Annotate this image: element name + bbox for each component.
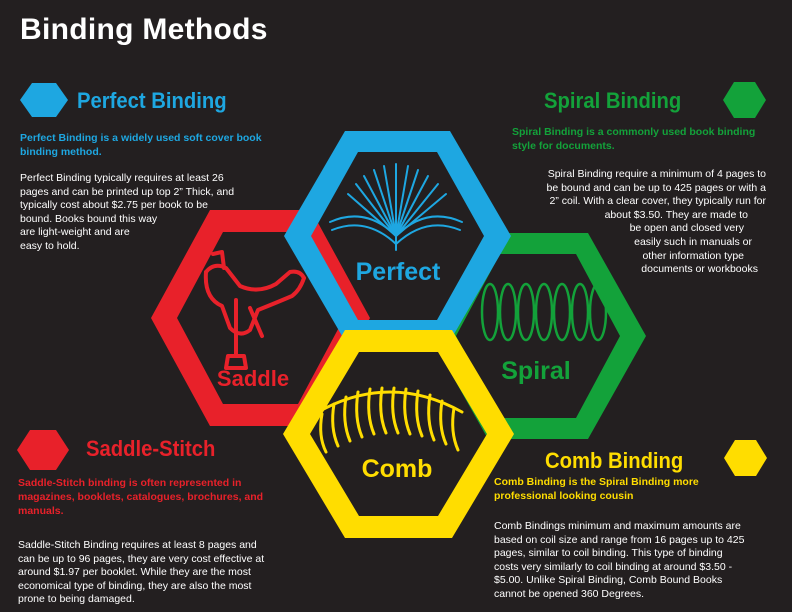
body-line: can be up to 96 pages, they are very cos…	[18, 552, 265, 565]
body-line: 2” coil. With a clear cover, they typica…	[549, 195, 767, 208]
comb-binding-icon	[316, 386, 464, 454]
saddle-icon	[203, 250, 306, 370]
body-line: prone to being damaged.	[18, 593, 135, 606]
saddle-stitch-lead: Saddle-Stitch binding is often represent…	[18, 477, 264, 517]
body-line: are light-weight and are	[20, 226, 130, 239]
body-line: typically cost about $2.75 per book to b…	[20, 199, 208, 212]
spiral-hex-bullet	[723, 82, 766, 118]
body-line: be bound and can be up to 425 pages or w…	[546, 181, 766, 194]
saddle-stitch-heading: Saddle-Stitch	[86, 436, 216, 461]
spiral-binding-heading: Spiral Binding	[544, 88, 682, 113]
body-line: economical type of binding, they are als…	[18, 579, 252, 592]
body-line: Perfect Binding typically requires at le…	[20, 172, 224, 184]
body-line: Comb Bindings minimum and maximum amount…	[494, 520, 741, 532]
perfect-binding-body: Perfect Binding typically requires at le…	[20, 172, 300, 254]
hex-comb	[283, 330, 514, 538]
body-line: be open and closed very	[629, 222, 744, 235]
hex-label-saddle: Saddle	[216, 366, 290, 391]
comb-hex-bullet	[724, 440, 767, 476]
spiral-coil-icon	[480, 282, 608, 342]
body-line: around $1.97 per booklet. While they are…	[18, 566, 251, 579]
hex-label-comb: Comb	[361, 455, 433, 483]
body-line: cannot be opened 360 Degrees.	[494, 587, 645, 600]
comb-binding-body: Comb Bindings minimum and maximum amount…	[494, 520, 784, 602]
body-line: costs very similarly to coil binding at …	[494, 560, 733, 573]
body-line: based on coil size and range from 16 pag…	[494, 533, 745, 546]
body-line: easy to hold.	[20, 239, 80, 252]
hex-spiral	[430, 233, 646, 439]
hex-label-spiral: Spiral	[501, 357, 571, 385]
page-title: Binding Methods	[20, 13, 268, 46]
spiral-binding-body: Spiral Binding require a minimum of 4 pa…	[480, 168, 766, 277]
hex-label-perfect: Perfect	[355, 258, 441, 286]
body-line: about $3.50. They are made to	[604, 208, 748, 221]
open-book-icon	[329, 163, 463, 251]
body-line: $5.00. Unlike Spiral Binding, Comb Bound…	[494, 574, 723, 587]
body-line: pages and can be printed up top 2” Thick…	[20, 185, 235, 198]
hex-perfect	[284, 131, 511, 341]
comb-binding-heading: Comb Binding	[545, 448, 684, 473]
perfect-hex-bullet	[20, 83, 68, 117]
body-line: easily such in manuals or	[634, 235, 752, 248]
body-line: bound. Books bound this way	[20, 212, 158, 225]
body-line: documents or workbooks	[641, 263, 758, 276]
saddle-hex-bullet	[17, 430, 69, 470]
body-line: other information type	[642, 249, 744, 262]
body-line: pages, similar to coil binding. This typ…	[494, 547, 723, 560]
body-line: Spiral Binding require a minimum of 4 pa…	[547, 168, 766, 180]
comb-binding-lead: Comb Binding is the Spiral Binding more …	[494, 476, 699, 502]
perfect-binding-heading: Perfect Binding	[77, 88, 227, 113]
perfect-binding-lead: Perfect Binding is a widely used soft co…	[20, 132, 262, 158]
body-line: Saddle-Stitch Binding requires at least …	[18, 539, 257, 551]
saddle-stitch-body: Saddle-Stitch Binding requires at least …	[18, 539, 308, 607]
spiral-binding-lead: Spiral Binding is a commonly used book b…	[512, 126, 756, 152]
